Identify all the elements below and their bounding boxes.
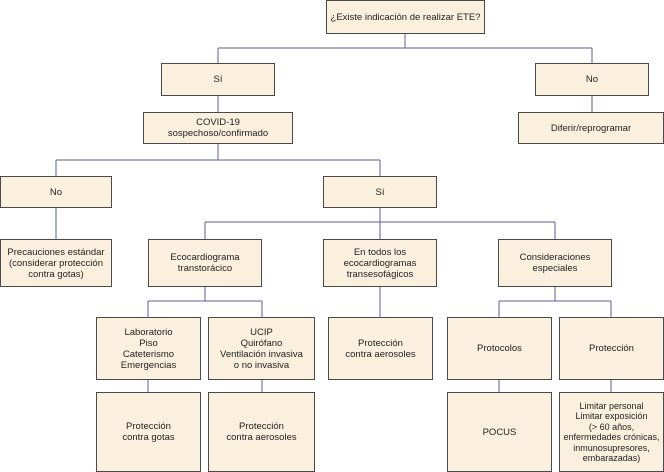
- node-protection: Protección: [559, 317, 664, 380]
- node-transthoracic-echo: Ecocardiograma transtorácico: [148, 239, 262, 287]
- node-icu-locations: UCIP Quirófano Ventilación invasiva o no…: [208, 317, 315, 380]
- node-defer: Diferir/reprogramar: [518, 112, 664, 144]
- node-lab-locations: Laboratorio Piso Cateterismo Emergencias: [96, 317, 201, 380]
- node-droplet-protection: Protección contra gotas: [96, 392, 201, 472]
- node-covid-suspected: COVID-19 sospechoso/confirmado: [143, 112, 293, 144]
- node-all-tee: En todos los ecocardiogramas transesofág…: [323, 239, 437, 287]
- node-root-question: ¿Existe indicación de realizar ETE?: [326, 0, 485, 34]
- node-limit-exposure: Limitar personal Limitar exposición (> 6…: [559, 392, 664, 472]
- node-standard-precautions: Precauciones estándar (considerar protec…: [0, 239, 112, 287]
- node-aerosol-protection-icu: Protección contra aerosoles: [208, 392, 315, 472]
- node-protocols: Protocolos: [447, 317, 552, 380]
- node-yes-indication: Sí: [161, 63, 275, 96]
- node-special-considerations: Consideraciones especiales: [498, 239, 612, 287]
- node-pocus: POCUS: [447, 392, 552, 472]
- node-covid-yes: Sí: [323, 176, 437, 208]
- node-no-indication: No: [535, 63, 649, 96]
- node-aerosol-protection-tee: Protección contra aerosoles: [328, 317, 433, 380]
- node-covid-no: No: [0, 176, 112, 208]
